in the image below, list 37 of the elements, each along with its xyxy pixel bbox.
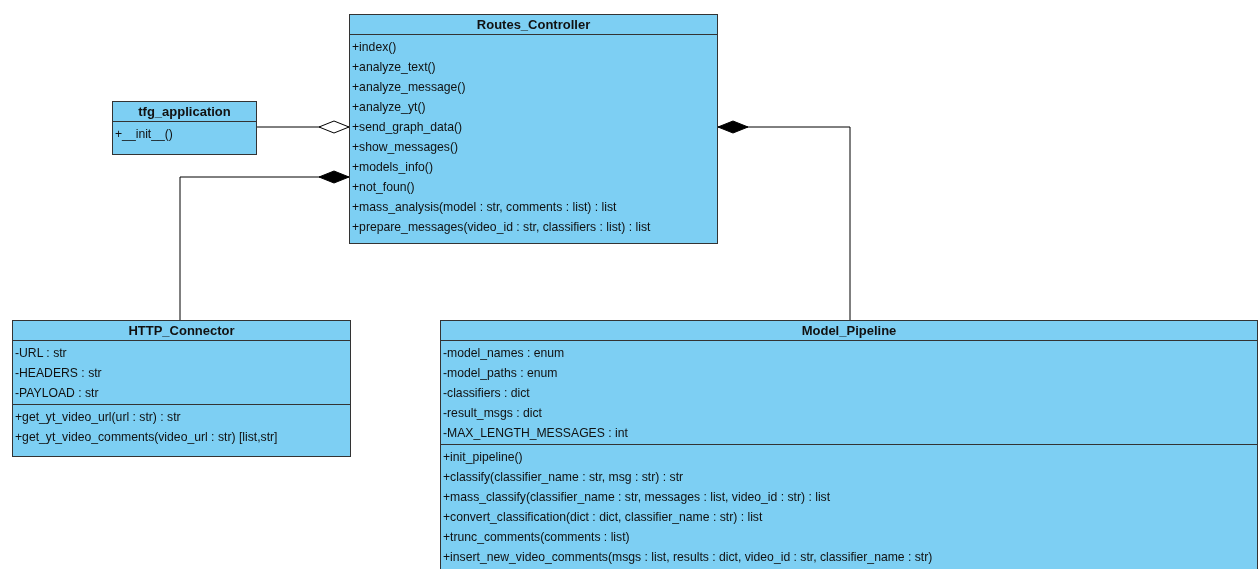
member-text: +not_foun() (352, 179, 415, 196)
member-text: +analyze_text() (352, 59, 436, 76)
class-name: tfg_application (137, 103, 232, 121)
member-text: +models_info() (352, 159, 433, 176)
member-text: +show_messages() (352, 139, 458, 156)
member-text: +prepare_messages(video_id : str, classifiers : list) : list (352, 219, 651, 236)
member-text: +mass_analysis(model : str, comments : list) : list (352, 199, 617, 216)
class-name: Model_Pipeline (800, 322, 898, 340)
member-text: +analyze_yt() (352, 99, 426, 116)
class-name: Routes_Controller (475, 16, 592, 34)
aggregation-connector (256, 120, 350, 134)
member-text: -model_paths : enum (443, 365, 558, 382)
composition-connector (179, 170, 350, 321)
member-text: -PAYLOAD : str (15, 385, 99, 402)
member-text: +index() (352, 39, 397, 56)
member-text: -result_msgs : dict (443, 405, 542, 422)
member-text: +get_yt_video_comments(video_url : str) [list,str] (15, 429, 278, 446)
member-text: +convert_classification(dict : dict, classifier_name : str) : list (443, 509, 763, 526)
class-box (440, 320, 1258, 569)
class-box (112, 101, 257, 155)
member-text: -MAX_LENGTH_MESSAGES : int (443, 425, 628, 442)
member-text: +init_pipeline() (443, 449, 523, 466)
member-text: -URL : str (15, 345, 67, 362)
member-text: +get_yt_video_url(url : str) : str (15, 409, 181, 426)
composition-connector (717, 120, 851, 321)
member-text: +__init__() (115, 126, 173, 143)
member-text: +trunc_comments(comments : list) (443, 529, 630, 546)
member-text: +classify(classifier_name : str, msg : str) : str (443, 469, 684, 486)
class-name: HTTP_Connector (127, 322, 236, 340)
class-box (12, 320, 351, 457)
member-text: +analyze_message() (352, 79, 466, 96)
member-text: -HEADERS : str (15, 365, 102, 382)
member-text: -classifiers : dict (443, 385, 530, 402)
member-text: +insert_new_video_comments(msgs : list, results : dict, video_id : str, classifier_name : str) (443, 549, 933, 566)
member-text: +mass_classify(classifier_name : str, messages : list, video_id : str) : list (443, 489, 831, 506)
member-text: +send_graph_data() (352, 119, 463, 136)
member-text: -model_names : enum (443, 345, 565, 362)
